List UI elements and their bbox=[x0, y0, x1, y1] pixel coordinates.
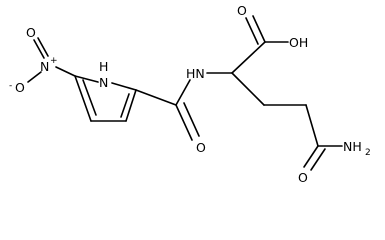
bond-alpha-carboxyl bbox=[231, 41, 266, 74]
bond-carboxyl-o bbox=[252, 15, 266, 43]
bond-ring-carbonyl bbox=[135, 89, 177, 106]
atom-label-nh2-subscript: 2 bbox=[365, 148, 371, 158]
bond-ring-c5-n1 bbox=[74, 75, 99, 83]
bond-ring-c4-c5-double bbox=[82, 79, 97, 116]
atom-label-oh: OH bbox=[289, 35, 308, 50]
atom-label-carbonyl-o: O bbox=[196, 140, 206, 155]
bond-ring-n1-c2 bbox=[111, 82, 137, 91]
bond-nitro-n-ring bbox=[55, 66, 76, 77]
bond-alpha-cb bbox=[231, 72, 265, 106]
bond-cg-cd bbox=[305, 104, 319, 147]
atom-label-carboxyl-o: O bbox=[237, 3, 247, 18]
atom-label-amide-nh: HN bbox=[186, 66, 205, 81]
bond-ring-c2-c3 bbox=[125, 89, 137, 122]
bond-carbonyl-nh bbox=[175, 79, 191, 106]
bond-carboxyl-o-double bbox=[245, 17, 259, 45]
atom-label-nitro-n: N bbox=[40, 59, 49, 74]
molecule-structure: OH O HN H N N + O O - O O NH 2 bbox=[9, 3, 371, 185]
bonds bbox=[27, 15, 343, 171]
atom-label-ring-n: N bbox=[99, 75, 108, 90]
bond-amide-o-double bbox=[310, 148, 326, 171]
bond-nitro-n-o-top-double bbox=[37, 37, 49, 57]
atom-label-nitro-o-left: O bbox=[15, 80, 25, 95]
atom-label-amide-o: O bbox=[298, 170, 308, 185]
bond-nitro-n-o-top bbox=[33, 39, 45, 59]
bond-ring-c4-c5 bbox=[74, 75, 92, 122]
bond-amide-o bbox=[303, 145, 319, 168]
bond-nitro-n-o-left bbox=[27, 71, 42, 83]
atom-labels: OH O HN H N N + O O - O O NH 2 bbox=[9, 3, 371, 185]
atom-label-nh2: NH bbox=[343, 139, 362, 154]
atom-label-nitro-n-charge: + bbox=[50, 56, 58, 66]
atom-label-nitro-o-charge: - bbox=[9, 81, 12, 91]
atom-label-ring-h: H bbox=[99, 59, 108, 74]
atom-label-nitro-o-top: O bbox=[26, 25, 36, 40]
bond-carbonyl-o-double bbox=[183, 102, 200, 137]
bond-ring-c2-c3-double bbox=[120, 93, 130, 118]
bond-carbonyl-o bbox=[175, 104, 193, 141]
